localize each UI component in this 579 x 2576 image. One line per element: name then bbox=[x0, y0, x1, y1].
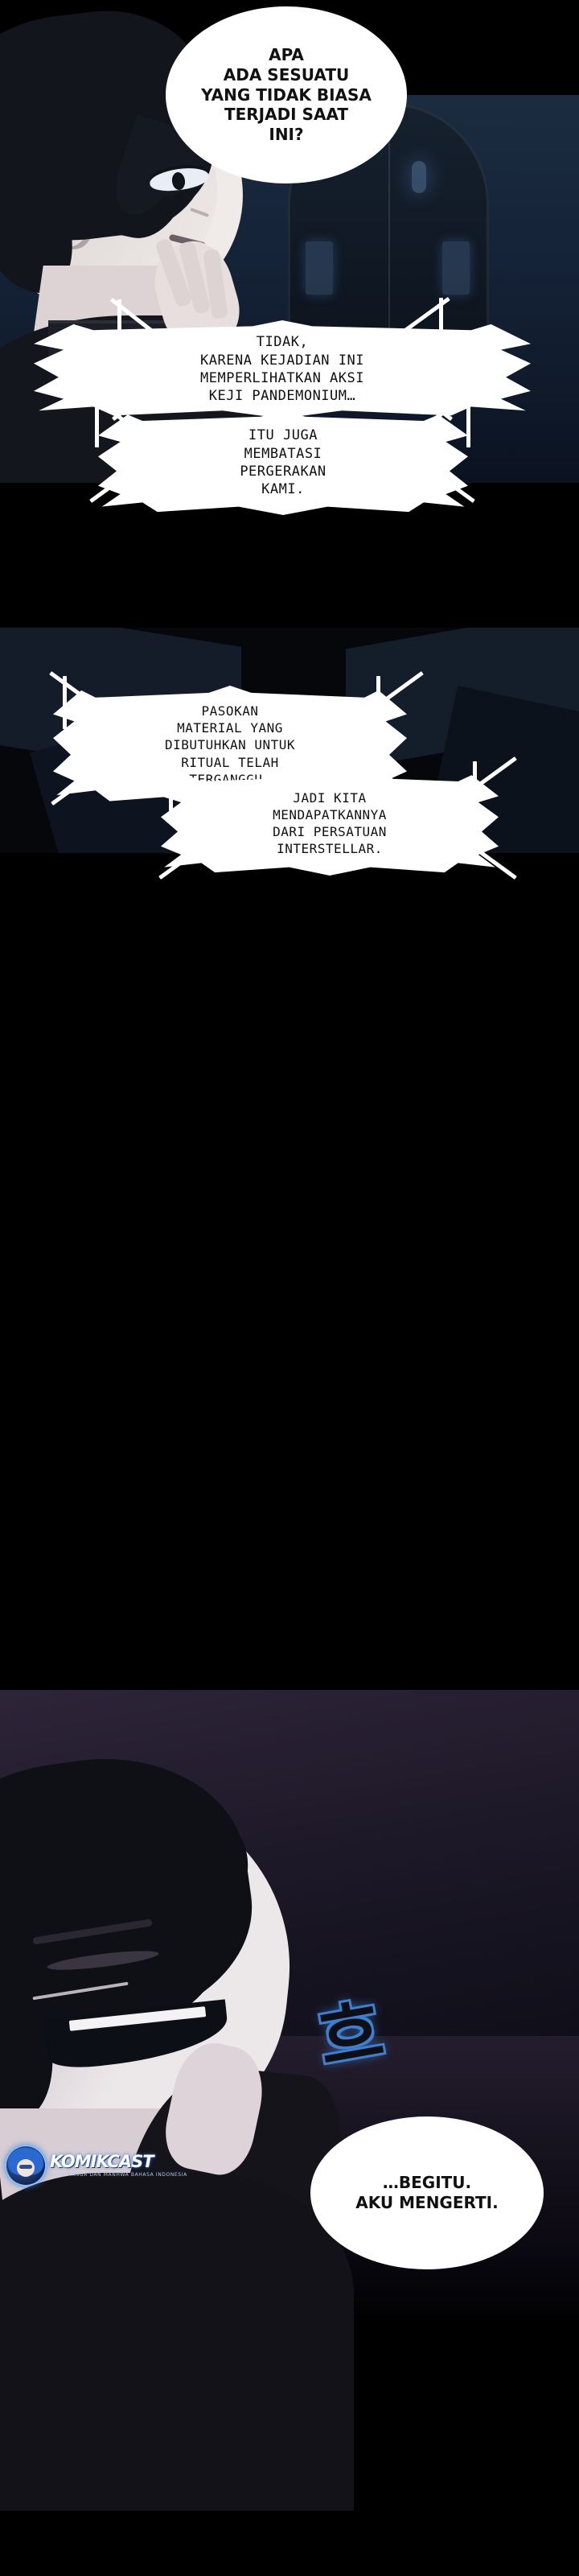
speech-bubble-3-text: ITU JUGA MEMBATASI PERGERAKAN KAMI. bbox=[216, 427, 350, 499]
watermark-subtitle: BACA MANGA DAN MANHWA BAHASA INDONESIA bbox=[50, 2172, 187, 2178]
bubble-6-line-1: …BEGITU. bbox=[382, 2173, 472, 2193]
bubble-5-line-3: DARI PERSATUAN bbox=[273, 824, 387, 839]
smiling-torso bbox=[0, 2173, 354, 2511]
bubble-4-line-4: RITUAL TELAH bbox=[181, 754, 279, 770]
bubble-1-line-4: TERJADI SAAT bbox=[224, 105, 349, 125]
speech-bubble-4-text: PASOKAN MATERIAL YANG DIBUTUHKAN UNTUK R… bbox=[141, 703, 319, 788]
mascot-eyes bbox=[19, 2165, 32, 2169]
bubble-2-spike-4 bbox=[439, 298, 443, 351]
bubble-5-line-4: INTERSTELLAR. bbox=[277, 841, 383, 857]
speech-bubble-5: JADI KITA MENDAPATKANNYA DARI PERSATUAN … bbox=[161, 771, 499, 876]
door-seam bbox=[388, 127, 390, 336]
bubble-3-line-3: PERGERAKAN bbox=[240, 464, 326, 480]
speech-bubble-2: TIDAK, KARENA KEJADIAN INI MEMPERLIHATKA… bbox=[34, 320, 531, 418]
bubble-3-spike-4 bbox=[466, 396, 470, 447]
site-watermark: KOMIKCAST BACA MANGA DAN MANHWA BAHASA I… bbox=[5, 2141, 187, 2191]
speech-bubble-2-text: TIDAK, KARENA KEJADIAN INI MEMPERLIHATKA… bbox=[176, 333, 388, 406]
bubble-3-line-4: KAMI. bbox=[261, 481, 305, 498]
crystal-shadow bbox=[0, 853, 579, 998]
bubble-1-line-1: APA bbox=[269, 45, 304, 64]
speech-bubble-5-text: JADI KITA MENDAPATKANNYA DARI PERSATUAN … bbox=[248, 789, 411, 857]
speech-bubble-1: APA ADA SESUATU YANG TIDAK BIASA TERJADI… bbox=[166, 6, 407, 183]
speech-bubble-3: ITU JUGA MEMBATASI PERGERAKAN KAMI. bbox=[98, 410, 468, 515]
bubble-2-line-4: KEJI PANDEMONIUM… bbox=[208, 388, 356, 405]
bubble-1-line-5: INI? bbox=[269, 125, 304, 145]
bubble-5-spike-4 bbox=[473, 761, 477, 811]
bubble-5-spike-2 bbox=[169, 761, 173, 811]
speech-bubble-6-text: …BEGITU. AKU MENGERTI. bbox=[335, 2173, 519, 2213]
door-panel-right bbox=[442, 241, 470, 295]
mascot-avatar-icon bbox=[5, 2145, 47, 2187]
bubble-3-line-1: ITU JUGA bbox=[248, 427, 318, 444]
bubble-2-spike-2 bbox=[117, 299, 121, 352]
watermark-text-block: KOMIKCAST BACA MANGA DAN MANHWA BAHASA I… bbox=[50, 2154, 187, 2178]
bubble-4-line-3: DIBUTUHKAN UNTUK bbox=[164, 737, 296, 753]
bubble-4-line-2: MATERIAL YANG bbox=[177, 720, 283, 736]
bubble-3-spike-2 bbox=[95, 396, 99, 447]
panel-5-black bbox=[0, 1352, 579, 1690]
bubble-2-line-2: KARENA KEJADIAN INI bbox=[200, 352, 364, 369]
bubble-5-line-1: JADI KITA bbox=[293, 789, 367, 806]
wall-lamp bbox=[412, 161, 426, 193]
bubble-4-line-1: PASOKAN bbox=[201, 703, 259, 719]
bubble-1-line-2: ADA SESUATU bbox=[223, 64, 350, 84]
bubble-2-line-3: MEMPERLIHATKAN AKSI bbox=[200, 370, 364, 386]
bubble-1-line-3: YANG TIDAK BIASA bbox=[201, 84, 372, 105]
sfx-glyph: 흐 bbox=[312, 1991, 385, 2081]
bubble-3-line-2: MEMBATASI bbox=[244, 445, 322, 462]
bubble-6-line-2: AKU MENGERTI. bbox=[355, 2193, 499, 2212]
speech-bubble-6: …BEGITU. AKU MENGERTI. bbox=[310, 2116, 544, 2269]
bubble-5-line-2: MENDAPATKANNYA bbox=[273, 806, 387, 822]
panel-4-black bbox=[0, 998, 579, 1352]
door-panel-left bbox=[306, 241, 333, 295]
bubble-4-spike-2 bbox=[63, 676, 67, 729]
bubble-2-line-1: TIDAK, bbox=[256, 334, 309, 351]
bubble-4-spike-4 bbox=[376, 676, 380, 729]
watermark-title: KOMIKCAST bbox=[50, 2152, 154, 2171]
speech-bubble-1-text: APA ADA SESUATU YANG TIDAK BIASA TERJADI… bbox=[180, 45, 392, 145]
